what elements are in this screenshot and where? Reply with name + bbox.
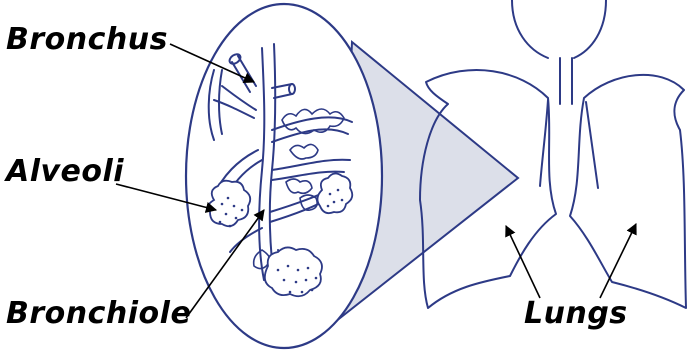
magnifier-oval — [186, 4, 382, 348]
label-lungs: Lungs — [524, 296, 628, 331]
lungs-pointer-left — [506, 226, 540, 298]
label-bronchiole: Bronchiole — [6, 296, 191, 331]
label-alveoli: Alveoli — [6, 154, 124, 189]
label-bronchus: Bronchus — [6, 22, 168, 57]
